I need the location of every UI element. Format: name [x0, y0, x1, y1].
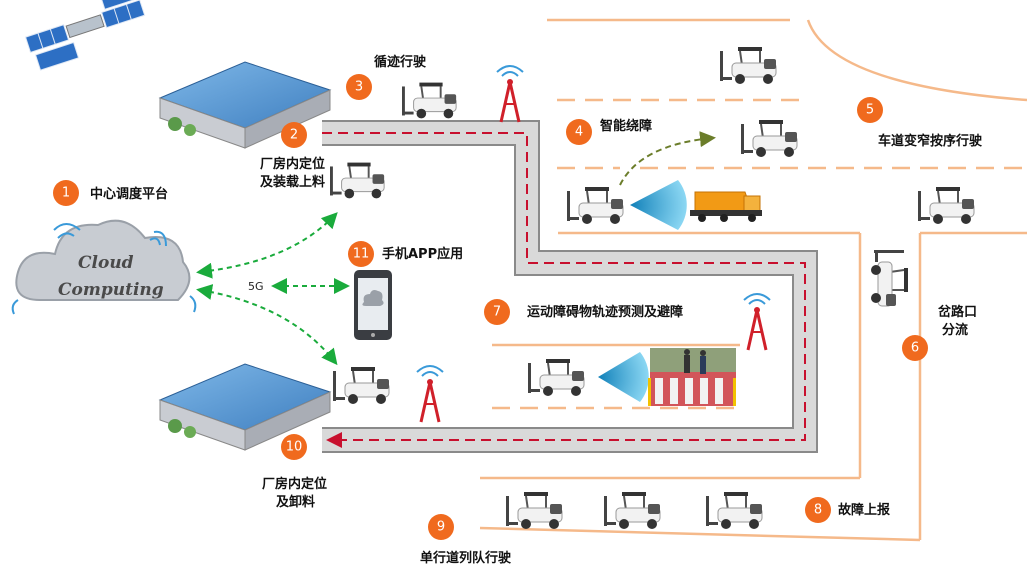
- badge-11: 11: [348, 241, 374, 267]
- svg-text:6: 6: [911, 341, 919, 356]
- cloud-line1: Cloud: [78, 253, 134, 273]
- label-dynamic-obstacle: 运动障碍物轨迹预测及避障: [527, 304, 683, 320]
- forklift-icon: [918, 186, 975, 225]
- badge-3: 3: [346, 74, 372, 100]
- forklift-icon: [528, 358, 585, 397]
- label-factory-load-1: 厂房内定位: [260, 156, 325, 172]
- label-smart-avoid: 智能绕障: [600, 118, 652, 134]
- label-factory-unload-1: 厂房内定位: [262, 476, 327, 492]
- forklift-icon: [705, 490, 764, 530]
- road-track: [322, 120, 818, 453]
- factory-building-unload: [158, 363, 332, 451]
- antenna-tower-icon: [743, 293, 771, 351]
- badge-8: 8: [805, 497, 831, 523]
- badge-2: 2: [281, 122, 307, 148]
- antenna-tower-icon: [416, 365, 444, 423]
- forklift-icon: [870, 250, 909, 307]
- labels: 中心调度平台 厂房内定位 及装载上料 循迹行驶 智能绕障 车道变窄按序行驶 岔路…: [90, 54, 982, 566]
- pedestrian-scene-image: [648, 348, 736, 406]
- forklift-icon: [720, 46, 777, 85]
- satellite-icon: [24, 0, 146, 71]
- svg-text:1: 1: [62, 186, 70, 201]
- badge-9: 9: [428, 514, 454, 540]
- label-lane-narrow: 车道变窄按序行驶: [878, 133, 982, 149]
- label-fork-road-2: 分流: [942, 322, 968, 338]
- svg-text:7: 7: [493, 305, 501, 320]
- forklift-icon: [330, 161, 386, 200]
- badge-4: 4: [566, 119, 592, 145]
- avoidance-arrow: [619, 131, 716, 186]
- label-factory-load-2: 及装载上料: [260, 174, 325, 190]
- svg-text:2: 2: [290, 128, 298, 143]
- forklift-icon: [567, 186, 624, 225]
- 5g-links: [196, 212, 350, 366]
- forklift-icon: [740, 118, 799, 158]
- svg-text:5: 5: [866, 103, 874, 118]
- sensor-beam-icon: [630, 180, 687, 230]
- badge-6: 6: [902, 335, 928, 361]
- label-factory-unload-2: 及卸料: [276, 494, 315, 510]
- mobile-phone-icon: [354, 270, 392, 340]
- badge-1: 1: [53, 180, 79, 206]
- badge-7: 7: [484, 299, 510, 325]
- label-path-following: 循迹行驶: [374, 54, 426, 70]
- label-fork-road-1: 岔路口: [938, 304, 977, 320]
- svg-text:11: 11: [353, 247, 370, 262]
- sensor-beam-icon: [598, 352, 649, 402]
- forklift-icon: [603, 490, 662, 530]
- label-fault-report: 故障上报: [838, 502, 891, 518]
- label-single-lane: 单行道列队行驶: [420, 550, 511, 566]
- label-mobile-app: 手机APP应用: [382, 246, 463, 262]
- svg-text:9: 9: [437, 520, 445, 535]
- svg-text:4: 4: [575, 125, 583, 140]
- svg-text:10: 10: [286, 440, 303, 455]
- forklift-icon: [505, 490, 564, 530]
- truck-icon: [690, 191, 762, 222]
- svg-text:3: 3: [355, 80, 363, 95]
- factory-building-load: [158, 61, 332, 149]
- badge-10: 10: [281, 434, 307, 460]
- cloud-line2: Computing: [58, 280, 164, 300]
- label-center-platform: 中心调度平台: [90, 186, 168, 202]
- step-badges: 1 2 3 4 5 6 7 8 9 10 11: [53, 74, 928, 540]
- network-label: 5G: [248, 280, 264, 293]
- badge-5: 5: [857, 97, 883, 123]
- forklift-icon: [333, 366, 390, 405]
- cloud-computing-icon: Cloud Computing: [11, 219, 197, 315]
- antenna-tower-icon: [496, 65, 524, 123]
- svg-text:8: 8: [814, 503, 822, 518]
- lane-lines: [479, 18, 1027, 542]
- forklift-icon: [402, 81, 458, 120]
